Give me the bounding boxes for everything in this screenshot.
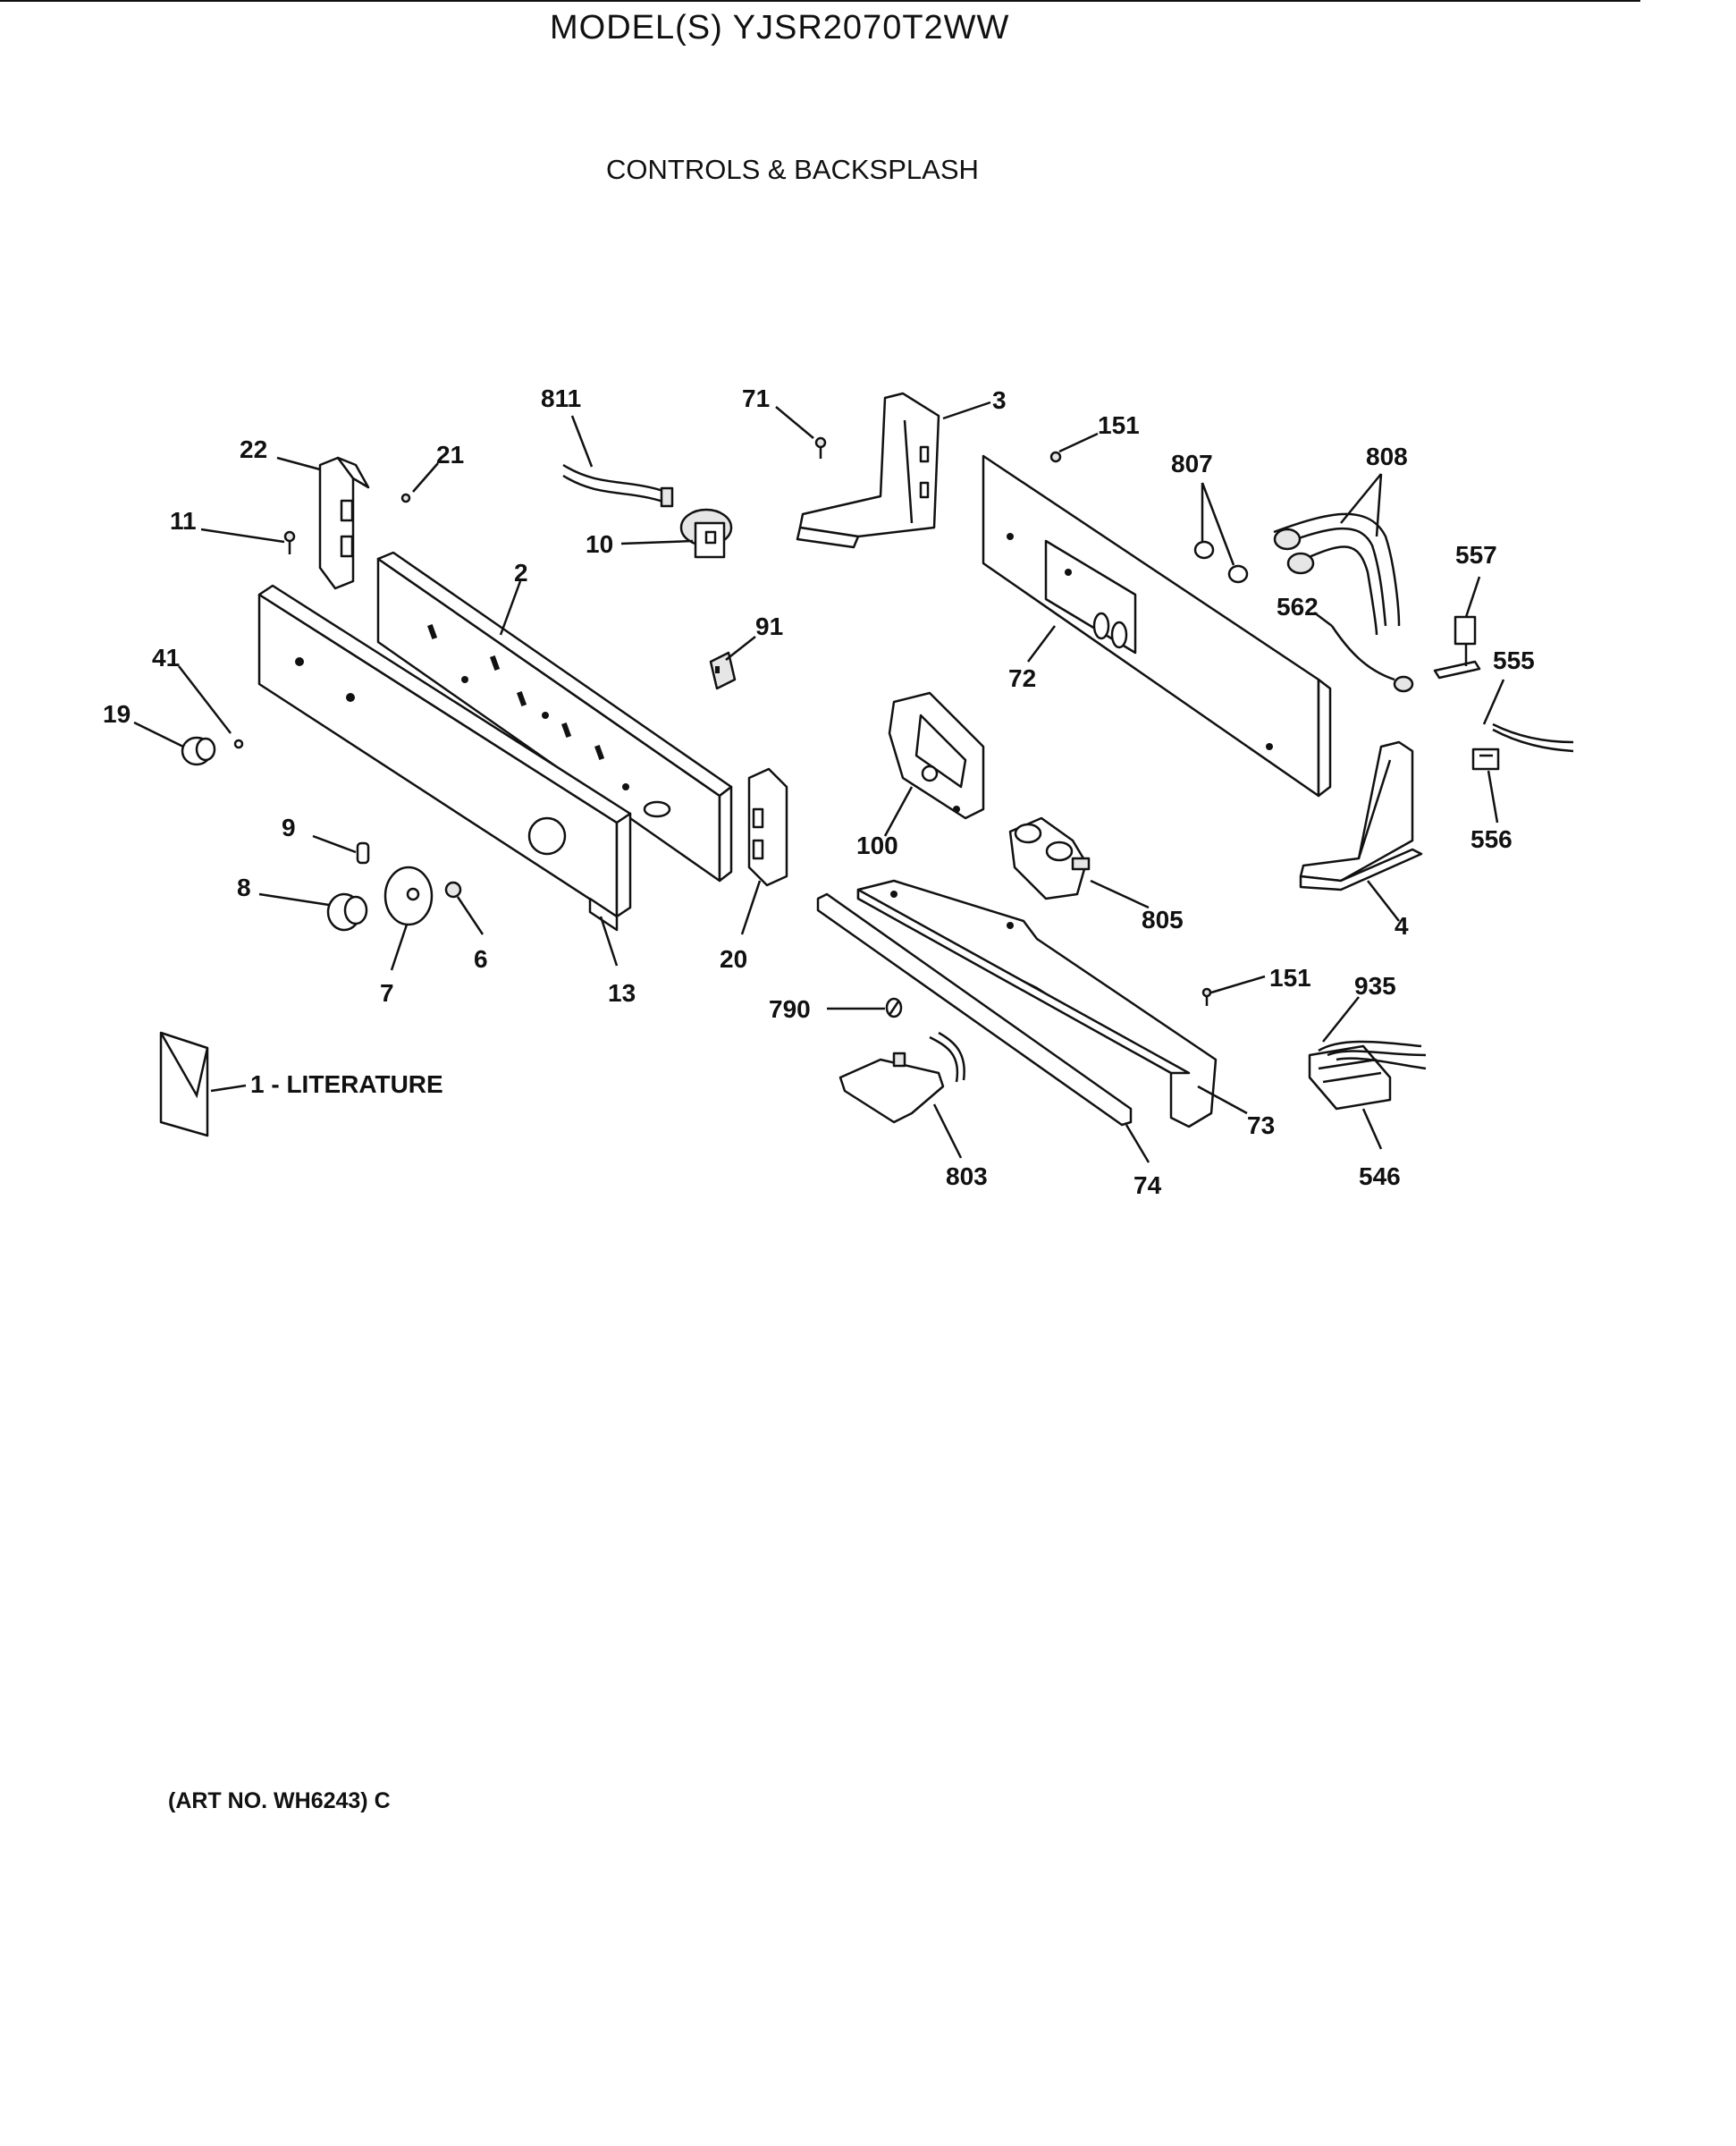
- top-rule: [0, 0, 1640, 2]
- callout-805: 805: [1142, 906, 1184, 934]
- callout-10: 10: [586, 530, 613, 558]
- callout-546: 546: [1359, 1162, 1401, 1190]
- callout-556: 556: [1471, 825, 1513, 853]
- callout-151-bottom: 151: [1269, 964, 1311, 992]
- part-19-knob: [181, 736, 216, 766]
- part-73-lower-bracket: [856, 879, 1218, 1128]
- callout-2: 2: [514, 559, 528, 587]
- part-556-connector: [1471, 748, 1500, 771]
- part-72-backsplash-panel: [982, 454, 1332, 798]
- callout-11: 11: [170, 507, 197, 535]
- callout-71: 71: [742, 384, 770, 412]
- callout-807: 807: [1171, 450, 1213, 477]
- literature-envelope-icon: [159, 1031, 209, 1137]
- part-151b-screw: [1201, 987, 1212, 1006]
- part-74-trim-strip: [816, 892, 1133, 1127]
- callout-811: 811: [541, 384, 581, 412]
- section-title: CONTROLS & BACKSPLASH: [606, 154, 979, 185]
- callout-19: 19: [103, 700, 131, 728]
- part-546-terminal-block: [1308, 1044, 1392, 1111]
- callout-72: 72: [1008, 664, 1036, 692]
- part-2-control-panel-rear: [376, 551, 733, 883]
- part-22-end-cap-left: [318, 456, 370, 590]
- part-935-wiring: [1318, 1040, 1427, 1070]
- part-807-washers: [1193, 540, 1249, 584]
- callout-74: 74: [1133, 1171, 1162, 1199]
- part-71-screw: [814, 436, 827, 459]
- part-562-wire: [1330, 625, 1414, 693]
- callout-803: 803: [946, 1162, 988, 1190]
- callout-935: 935: [1354, 972, 1396, 1000]
- part-805-water-valve: [1008, 816, 1091, 900]
- part-91-clip: [709, 651, 737, 690]
- callout-100: 100: [856, 832, 898, 859]
- callout-73: 73: [1247, 1111, 1275, 1139]
- callout-4: 4: [1395, 912, 1409, 940]
- part-808-fill-hoses: [1273, 512, 1401, 636]
- part-20-end-cap-right: [747, 767, 788, 887]
- callout-7: 7: [380, 979, 394, 1007]
- part-9-clip: [356, 841, 370, 865]
- callout-41: 41: [152, 644, 180, 672]
- callout-20: 20: [720, 945, 747, 973]
- part-803-shield: [839, 1031, 965, 1124]
- part-555-harness: [1492, 722, 1574, 753]
- callout-22: 22: [240, 435, 267, 463]
- callout-3: 3: [992, 386, 1007, 414]
- part-8-knob: [326, 892, 368, 932]
- part-41-spring: [233, 739, 244, 749]
- callout-6: 6: [474, 945, 488, 973]
- callout-13: 13: [608, 979, 636, 1007]
- callout-8: 8: [237, 874, 251, 901]
- part-3-backsplash-bracket-left: [796, 392, 940, 549]
- part-557-sensor: [1433, 615, 1481, 680]
- callout-790: 790: [769, 995, 811, 1023]
- callout-557: 557: [1455, 541, 1497, 569]
- part-13-control-panel-front: [257, 584, 632, 932]
- model-title: MODEL(S) YJSR2070T2WW: [550, 9, 1010, 46]
- callout-808: 808: [1366, 443, 1408, 470]
- literature-label: 1 - LITERATURE: [250, 1070, 443, 1098]
- leader-lines: [133, 401, 1505, 1163]
- part-100-timer: [888, 691, 985, 820]
- part-7-dial: [383, 866, 434, 926]
- callout-21: 21: [436, 441, 464, 469]
- part-811-pressure-hose: [562, 463, 674, 508]
- part-21-screw: [400, 493, 411, 503]
- part-6-bushing: [444, 881, 462, 899]
- callout-555: 555: [1493, 646, 1535, 674]
- callout-9: 9: [282, 814, 296, 841]
- part-790-clip: [885, 997, 903, 1018]
- callout-91: 91: [755, 613, 783, 640]
- callout-562: 562: [1277, 593, 1319, 621]
- part-4-backsplash-bracket-right: [1299, 740, 1423, 891]
- part-10-pressure-switch: [679, 508, 733, 559]
- part-11-screw: [283, 530, 296, 554]
- callout-151-top: 151: [1098, 411, 1140, 439]
- art-number: (ART NO. WH6243) C: [168, 1788, 391, 1813]
- part-151a-screw: [1049, 451, 1062, 463]
